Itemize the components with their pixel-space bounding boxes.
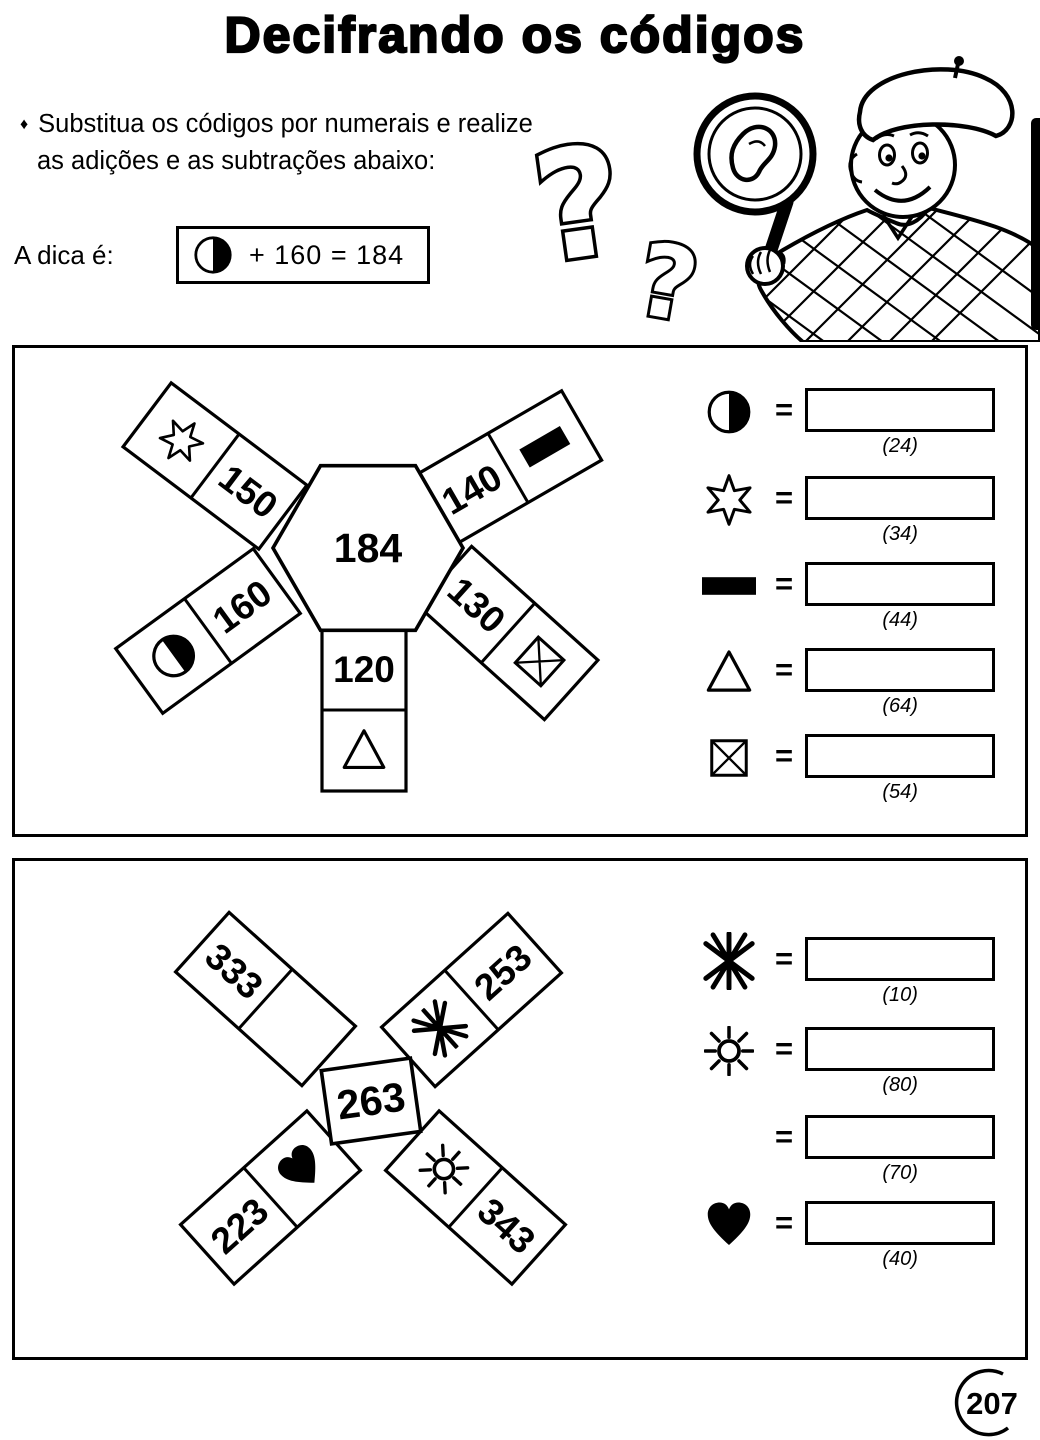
crossed-square-icon bbox=[699, 732, 759, 784]
triangle-icon bbox=[699, 646, 759, 698]
equals-sign: = bbox=[775, 480, 794, 515]
puzzle1-arm-bottom: 120 bbox=[320, 627, 408, 793]
puzzle1-diagram: 150 140 160 130 bbox=[113, 380, 604, 793]
scan-edge-artifact bbox=[1031, 118, 1040, 330]
equals-sign: = bbox=[775, 1119, 794, 1154]
equals-sign: = bbox=[775, 1205, 794, 1240]
answer-key: (34) bbox=[882, 523, 918, 545]
puzzle1-arm-lower-left: 160 bbox=[113, 546, 303, 716]
answer-key: (24) bbox=[882, 435, 918, 457]
legend-row: = (34) bbox=[699, 474, 996, 546]
puzzle1-center-hexagon: 184 bbox=[270, 463, 466, 633]
puzzle2-center-square: 263 bbox=[319, 1056, 423, 1146]
half-black-circle-icon bbox=[699, 386, 759, 438]
instruction-line-2: as adições e as subtrações abaixo: bbox=[37, 146, 436, 175]
instruction-line-1: ♦Substitua os códigos por numerais e rea… bbox=[20, 110, 533, 138]
answer-key: (70) bbox=[882, 1162, 918, 1184]
boy-with-magnifying-glass-illustration: ? ? bbox=[520, 56, 1040, 342]
answer-key: (44) bbox=[882, 609, 918, 631]
answer-box[interactable] bbox=[805, 648, 996, 692]
answer-key: (64) bbox=[882, 695, 918, 717]
legend-row: = (70) bbox=[699, 1113, 996, 1185]
puzzle1-arm-lower-right: 130 bbox=[415, 544, 601, 722]
equals-sign: = bbox=[775, 652, 794, 687]
answer-box[interactable] bbox=[805, 388, 996, 432]
center-value: 263 bbox=[334, 1073, 408, 1128]
hint-label: A dica é: bbox=[14, 240, 114, 270]
puzzle2-arm-upper-right: 253 bbox=[379, 911, 564, 1089]
equals-sign: = bbox=[775, 392, 794, 427]
instruction-text: ♦Substitua os códigos por numerais e rea… bbox=[20, 106, 650, 180]
puzzle2-arm-lower-right: 343 bbox=[383, 1108, 568, 1287]
question-mark-large-icon: ? bbox=[524, 113, 634, 297]
cartoon-beret bbox=[856, 56, 1015, 143]
arm-value: 120 bbox=[333, 649, 395, 690]
magnifying-glass-icon bbox=[693, 92, 817, 269]
answer-key: (10) bbox=[882, 984, 918, 1006]
half-black-circle-icon bbox=[193, 235, 233, 275]
legend-row: = (44) bbox=[699, 560, 996, 632]
question-mark-small-icon: ? bbox=[629, 220, 706, 342]
page-number-mark: 207 bbox=[954, 1368, 1018, 1437]
puzzle2-arm-lower-left: 223 bbox=[178, 1108, 363, 1287]
answer-box[interactable] bbox=[805, 1201, 996, 1245]
crescent-moon-icon bbox=[699, 1113, 759, 1165]
equals-sign: = bbox=[775, 566, 794, 601]
legend-row: = (24) bbox=[699, 386, 996, 458]
heart-icon bbox=[699, 1199, 759, 1251]
legend-row: = (54) bbox=[699, 732, 996, 804]
puzzle2-diagram: 333 253 223 343 bbox=[173, 910, 568, 1287]
center-value: 184 bbox=[334, 525, 403, 571]
legend-row: = (10) bbox=[699, 935, 996, 1007]
page-title: Decifrando os códigos bbox=[223, 6, 806, 64]
six-pointed-star-icon bbox=[699, 474, 759, 526]
hint-box: + 160 = 184 bbox=[176, 226, 430, 284]
puzzle2-section: 333 253 223 343 bbox=[12, 858, 1028, 1360]
cartoon-shirt bbox=[756, 205, 1040, 342]
answer-box[interactable] bbox=[805, 476, 996, 520]
hint-equation: + 160 = 184 bbox=[249, 239, 405, 270]
puzzle1-arm-upper-left: 150 bbox=[120, 380, 310, 552]
bullet-icon: ♦ bbox=[20, 116, 29, 133]
answer-box[interactable] bbox=[805, 937, 996, 981]
legend-row: = (40) bbox=[699, 1199, 996, 1271]
legend-row: = (80) bbox=[699, 1025, 996, 1097]
equals-sign: = bbox=[775, 941, 794, 976]
answer-key: (80) bbox=[882, 1074, 918, 1096]
cartoon-hand bbox=[745, 246, 786, 286]
puzzle2-arm-upper-left: 333 bbox=[173, 910, 358, 1088]
puzzle1-arm-upper-right: 140 bbox=[412, 388, 604, 548]
equals-sign: = bbox=[775, 1031, 794, 1066]
legend-row: = (64) bbox=[699, 646, 996, 718]
answer-box[interactable] bbox=[805, 734, 996, 778]
black-rectangle-icon bbox=[699, 560, 759, 612]
page-number-curve bbox=[954, 1368, 1010, 1437]
answer-box[interactable] bbox=[805, 562, 996, 606]
answer-box[interactable] bbox=[805, 1115, 996, 1159]
asterisk-icon bbox=[699, 935, 759, 987]
sun-icon bbox=[699, 1025, 759, 1077]
answer-box[interactable] bbox=[805, 1027, 996, 1071]
puzzle1-section: 150 140 160 130 bbox=[12, 345, 1028, 837]
cartoon-collar bbox=[881, 211, 917, 242]
page-number: 207 bbox=[966, 1386, 1018, 1421]
answer-key: (54) bbox=[882, 781, 918, 803]
equals-sign: = bbox=[775, 738, 794, 773]
answer-key: (40) bbox=[882, 1248, 918, 1270]
